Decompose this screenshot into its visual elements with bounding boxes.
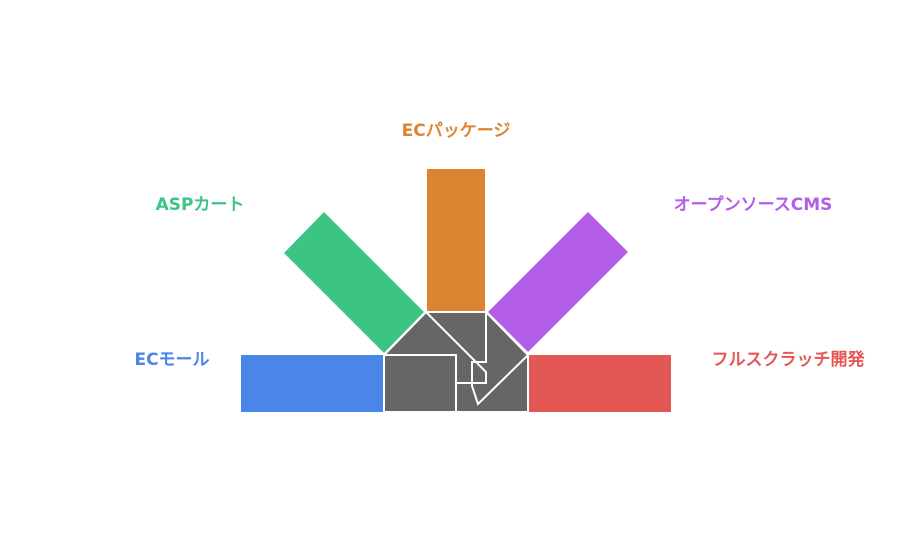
label-open-source-cms: オープンソースCMS	[674, 194, 833, 215]
ec-mall-bar	[241, 355, 384, 412]
open-source-cms-bar	[488, 212, 628, 352]
label-full-scratch: フルスクラッチ開発	[712, 349, 866, 370]
hub-fold-lower	[471, 312, 529, 406]
hub-fold-vertical	[384, 354, 457, 412]
asp-cart-bar	[284, 212, 424, 353]
label-asp-cart: ASPカート	[156, 195, 245, 215]
ec-package-bar	[427, 169, 485, 311]
label-ec-package: ECパッケージ	[402, 121, 511, 141]
central-hub	[383, 311, 529, 413]
label-ec-mall: ECモール	[134, 350, 209, 370]
full-scratch-bar	[528, 355, 671, 412]
